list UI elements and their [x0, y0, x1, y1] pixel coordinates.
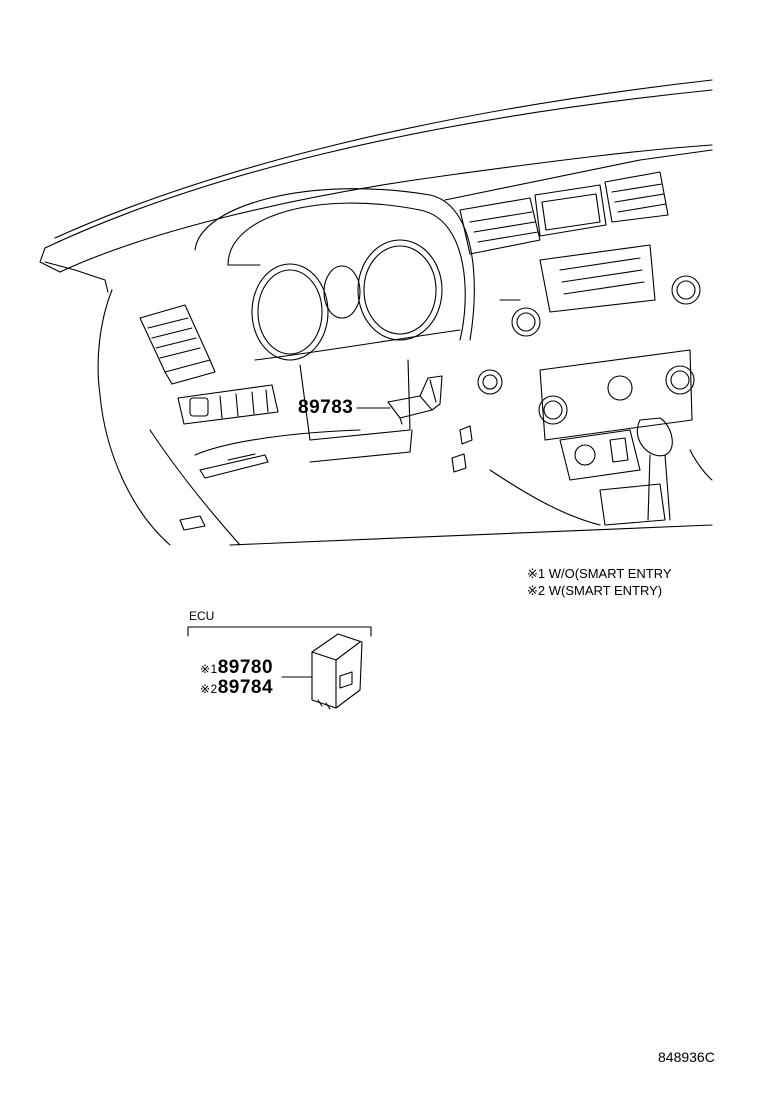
- note-mark-1: ※1: [527, 566, 546, 581]
- ecu-bracket: [187, 626, 372, 637]
- variant-note-2: ※2 W(SMART ENTRY): [527, 583, 662, 599]
- sensor-part: [387, 375, 443, 425]
- steering-column: [299, 359, 473, 473]
- ecu-variant-mark-1: ※1: [200, 662, 218, 676]
- switch-panel: [177, 384, 279, 425]
- left-vent: [139, 304, 216, 385]
- lower-dash: [149, 429, 361, 546]
- ecu-group-label: ECU: [189, 609, 215, 623]
- center-stack: [444, 149, 713, 441]
- shifter-console: [489, 417, 713, 526]
- note-mark-2: ※2: [527, 583, 546, 598]
- gauge-cluster: [251, 239, 461, 361]
- note-text-1: W/O(SMART ENTRY: [545, 566, 672, 581]
- note-text-2: W(SMART ENTRY): [545, 583, 663, 598]
- ecu-part-row-1: ※189780: [200, 657, 273, 679]
- dash-top-outline: [39, 79, 713, 546]
- ecu-part-number-1: 89780: [217, 657, 274, 678]
- figure-id: 848936C: [658, 1049, 715, 1065]
- ecu-module: [311, 633, 363, 710]
- ecu-part-row-2: ※289784: [200, 677, 273, 699]
- ecu-variant-mark-2: ※2: [200, 682, 218, 696]
- sensor-part-number: 89783: [298, 397, 354, 418]
- ecu-part-number-2: 89784: [217, 677, 274, 698]
- instrument-hood: [194, 188, 475, 341]
- variant-note-1: ※1 W/O(SMART ENTRY: [527, 566, 672, 582]
